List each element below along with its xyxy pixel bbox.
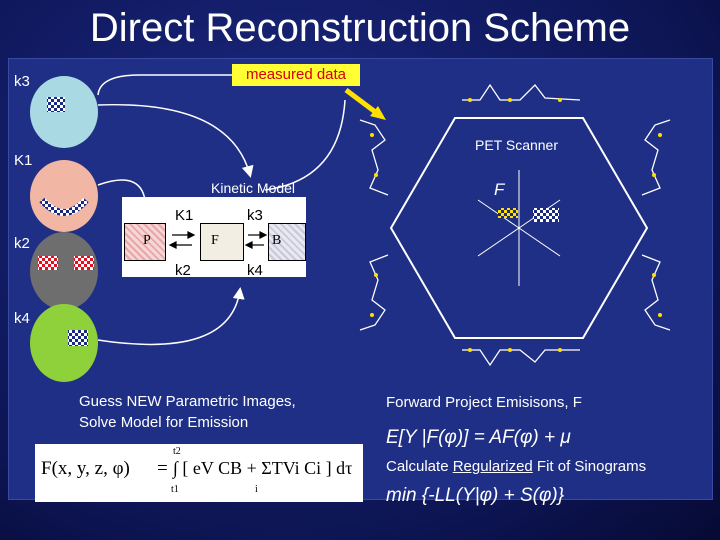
label-k3: k3 bbox=[14, 73, 30, 90]
guess-text-line2: Solve Model for Emission bbox=[79, 414, 249, 431]
scanner-hexagon bbox=[389, 117, 649, 339]
equation-lhs: F(x, y, z, φ) bbox=[41, 458, 130, 479]
measured-arrow bbox=[344, 88, 380, 116]
content-panel bbox=[8, 58, 713, 500]
label-k2: k2 bbox=[14, 235, 30, 252]
equation-equals: = bbox=[157, 458, 168, 479]
kinetic-model-title: Kinetic Model bbox=[211, 180, 296, 196]
k2-parametric-image bbox=[30, 232, 98, 310]
rate-k4: k4 bbox=[247, 262, 263, 279]
rate-k2: k2 bbox=[175, 262, 191, 279]
scanner-blob-1 bbox=[498, 208, 518, 218]
equation-i: i bbox=[255, 484, 258, 495]
guess-text-line1: Guess NEW Parametric Images, bbox=[79, 393, 296, 410]
calc-regularized: Regularized bbox=[452, 458, 533, 475]
k2-pixel-cluster-left bbox=[38, 256, 58, 270]
K1-curve bbox=[97, 179, 146, 201]
compartment-B-label: B bbox=[272, 233, 282, 248]
K1-parametric-image bbox=[30, 160, 98, 232]
page-title: Direct Reconstruction Scheme bbox=[89, 6, 631, 50]
compartment-F: F bbox=[200, 223, 244, 261]
measured-data-label: measured data bbox=[232, 64, 360, 86]
compartment-B: B bbox=[268, 223, 306, 261]
model-to-scanner-curve bbox=[264, 99, 346, 191]
f-label: F bbox=[494, 180, 505, 199]
kinetic-arrows bbox=[168, 231, 268, 249]
minimize-equation: min {-LL(Y|φ) + S(φ)} bbox=[386, 485, 565, 506]
equation-t1: t1 bbox=[171, 484, 179, 495]
pet-scanner-label: PET Scanner bbox=[475, 137, 559, 153]
calc-suffix: Fit of Sinograms bbox=[532, 458, 647, 475]
k4-pixel-cluster bbox=[68, 330, 88, 346]
label-k4: k4 bbox=[14, 310, 30, 327]
equation-t2: t2 bbox=[173, 446, 181, 457]
compartment-P-label: P bbox=[143, 233, 151, 248]
compartment-P: P bbox=[124, 223, 166, 261]
calc-prefix: Calculate bbox=[386, 458, 453, 475]
k3-pixel-cluster bbox=[47, 97, 65, 112]
forward-project-text: Forward Project Emisisons, F bbox=[386, 394, 582, 411]
k3-curve bbox=[97, 103, 254, 178]
kinetic-model-box: P F B bbox=[122, 197, 306, 277]
rate-K1: K1 bbox=[175, 207, 194, 224]
label-K1: K1 bbox=[14, 152, 33, 169]
k4-curve bbox=[97, 287, 245, 346]
K1-pixel-arc bbox=[39, 197, 89, 216]
expectation-equation: E[Y |F(φ)] = AF(φ) + μ bbox=[386, 427, 571, 448]
measured-curve bbox=[97, 74, 232, 96]
equation-integrand: ∫ [ eV CB + ΣTVi Ci ] dτ bbox=[173, 458, 353, 478]
compartment-F-label: F bbox=[211, 233, 219, 248]
k2-pixel-cluster-right bbox=[74, 256, 94, 270]
rate-k3: k3 bbox=[247, 207, 263, 224]
calculate-text: Calculate Regularized Fit of Sinograms bbox=[386, 458, 646, 475]
emission-equation: F(x, y, z, φ) t2 = ∫ [ eV CB + ΣTVi Ci ]… bbox=[35, 444, 363, 502]
scanner-blob-2 bbox=[533, 208, 559, 222]
